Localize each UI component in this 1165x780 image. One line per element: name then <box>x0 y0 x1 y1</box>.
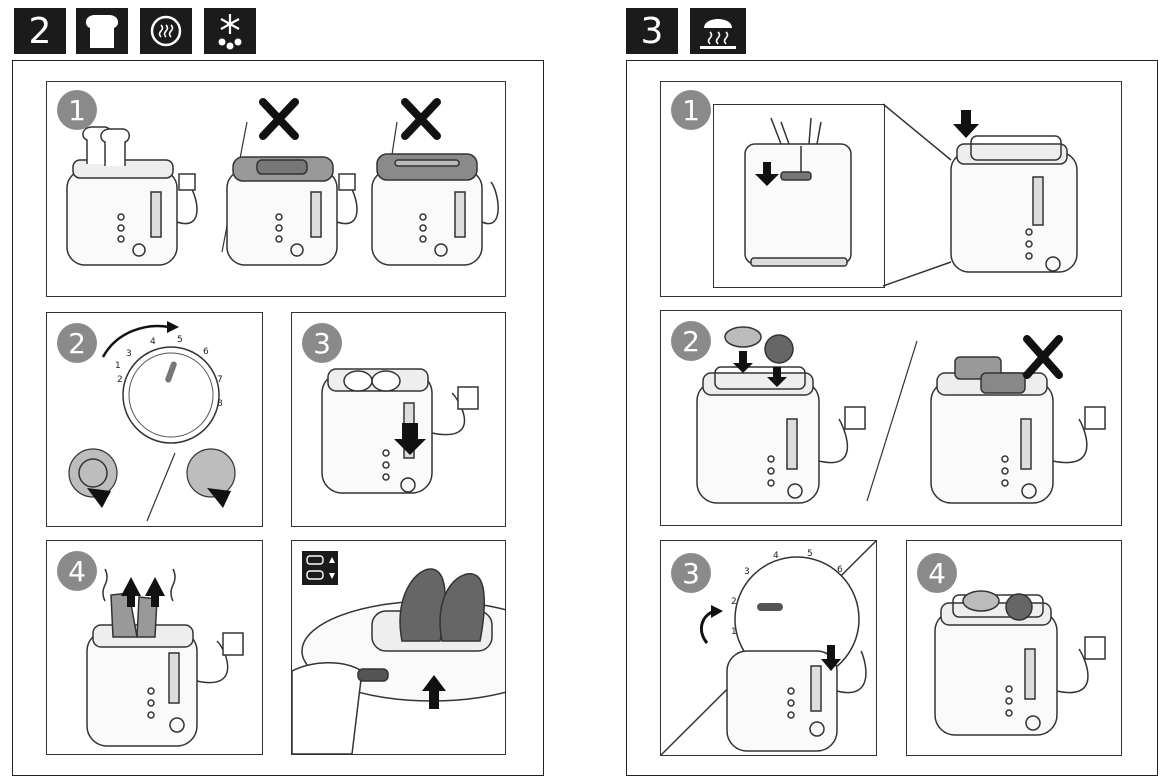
section-number: 3 <box>640 10 664 52</box>
dial-tick: 2 <box>117 375 123 385</box>
step-badge: 2 <box>671 321 711 361</box>
step-4-panel: 4 <box>46 540 263 755</box>
dial-tick: 5 <box>177 335 183 345</box>
bun-warming-icon <box>690 8 746 54</box>
dial-tick: 4 <box>150 337 156 347</box>
section-number-box: 2 <box>14 8 66 54</box>
step-badge: 2 <box>57 323 97 363</box>
step-badge: 3 <box>671 553 711 593</box>
step-badge: 4 <box>57 551 97 591</box>
section-number-box: 3 <box>626 8 678 54</box>
step-2-panel: 2 <box>660 310 1122 526</box>
step-5-panel <box>291 540 506 755</box>
dial-tick: 8 <box>217 399 223 409</box>
dial-tick: 2 <box>731 597 737 607</box>
step-badge: 1 <box>671 90 711 130</box>
bread-slice-icon <box>76 8 128 54</box>
step-badge: 3 <box>302 323 342 363</box>
dial-tick: 6 <box>837 565 843 575</box>
step-1-panel: 1 <box>660 81 1122 297</box>
dial-tick: 3 <box>126 349 132 359</box>
dial-tick: 5 <box>807 549 813 559</box>
dial-tick: 4 <box>773 551 779 561</box>
section-number: 2 <box>28 10 52 52</box>
step-2-panel: 2 1 2 3 4 5 6 7 8 <box>46 312 263 527</box>
dial-tick: 6 <box>203 347 209 357</box>
reheat-cycle-icon <box>140 8 192 54</box>
dial-tick: 1 <box>731 627 737 637</box>
step-badge: 4 <box>917 553 957 593</box>
bun-rack-detail-box <box>713 104 885 288</box>
dial-tick: 1 <box>115 361 121 371</box>
lift-lever-icon <box>302 551 338 585</box>
step-1-panel: 1 <box>46 81 506 297</box>
dial-tick: 3 <box>744 567 750 577</box>
step-4-panel: 4 <box>906 540 1122 756</box>
dial-tick: 7 <box>217 375 223 385</box>
step-badge: 1 <box>57 90 97 130</box>
step-3-panel: 3 <box>291 312 506 527</box>
defrost-snowflake-icon <box>204 8 256 54</box>
step-3-panel: 3 1 2 3 4 5 6 <box>660 540 877 756</box>
